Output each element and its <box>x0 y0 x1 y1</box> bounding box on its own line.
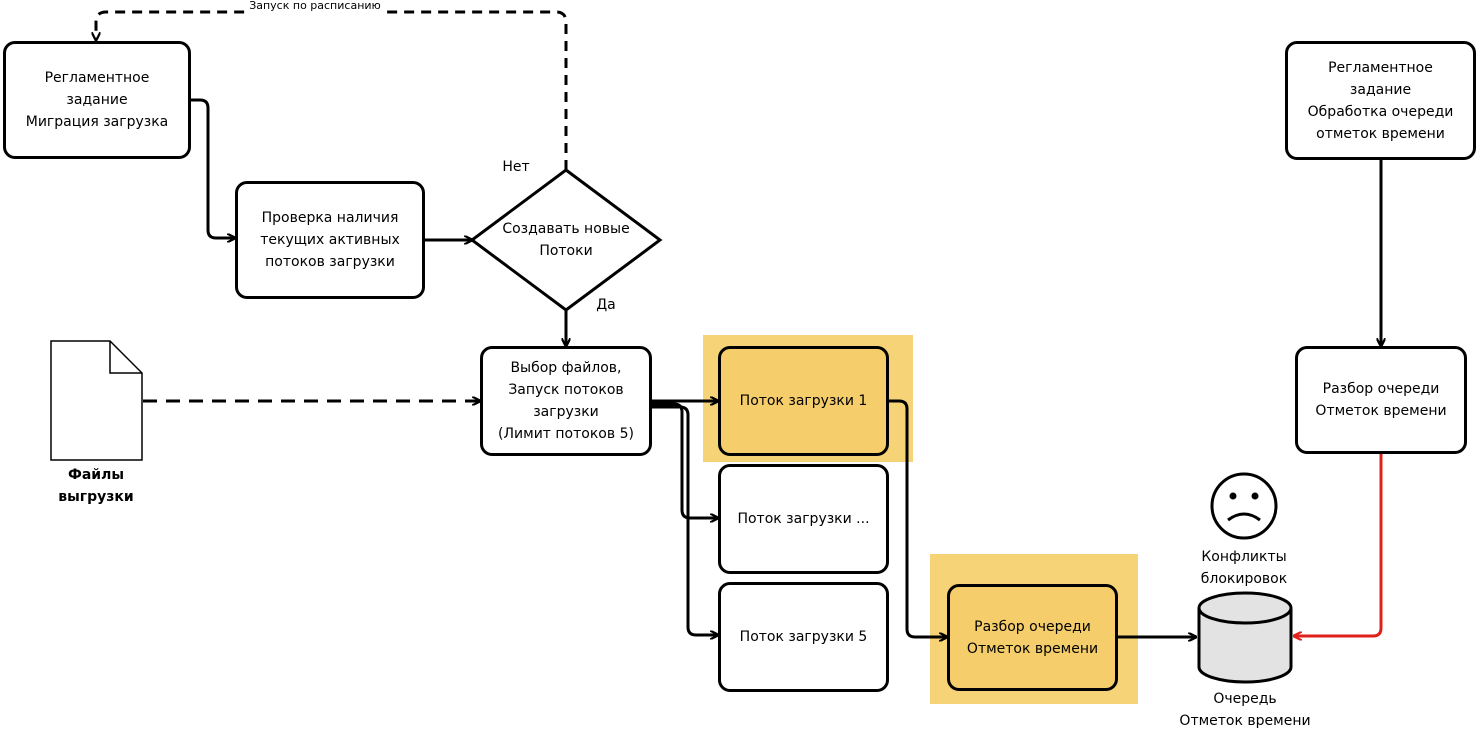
decision-no-label: Нет <box>502 159 530 175</box>
sad-face-icon <box>1210 472 1278 540</box>
queue-label: Очередь Отметок времени <box>1179 691 1311 729</box>
connector-stream-to-parse <box>889 399 947 637</box>
check-streams-node: Проверка наличия текущих активных потоко… <box>235 181 425 299</box>
document-icon <box>50 340 143 461</box>
parse-queue-left-node: Разбор очереди Отметок времени <box>947 584 1118 691</box>
stream-1-node: Поток загрузки 1 <box>718 346 889 456</box>
database-icon <box>1197 591 1293 684</box>
stream-mid-node: Поток загрузки ... <box>718 464 889 574</box>
schedule-run-label: Запуск по расписанию <box>245 0 385 17</box>
lock-conflicts-label: Конфликты блокировок <box>1200 549 1288 587</box>
conflict-connector <box>1294 454 1383 636</box>
connector-job-to-check <box>191 98 235 238</box>
migration-job-node: Регламентное задание Миграция загрузка <box>3 41 191 159</box>
decision-diamond <box>469 168 663 312</box>
parse-queue-right-node: Разбор очереди Отметок времени <box>1295 346 1467 454</box>
timestamp-job-node: Регламентное задание Обработка очереди о… <box>1285 41 1476 160</box>
connector-select-to-stream-5 <box>652 405 718 635</box>
decision-label: Создавать новые Потоки <box>502 221 630 259</box>
connector-select-to-stream-mid <box>652 402 718 518</box>
stream-5-node: Поток загрузки 5 <box>718 582 889 692</box>
decision-yes-label: Да <box>596 297 616 313</box>
upload-files-label: Файлы выгрузки <box>58 467 134 505</box>
select-files-node: Выбор файлов, Запуск потоков загрузки (Л… <box>480 346 652 456</box>
